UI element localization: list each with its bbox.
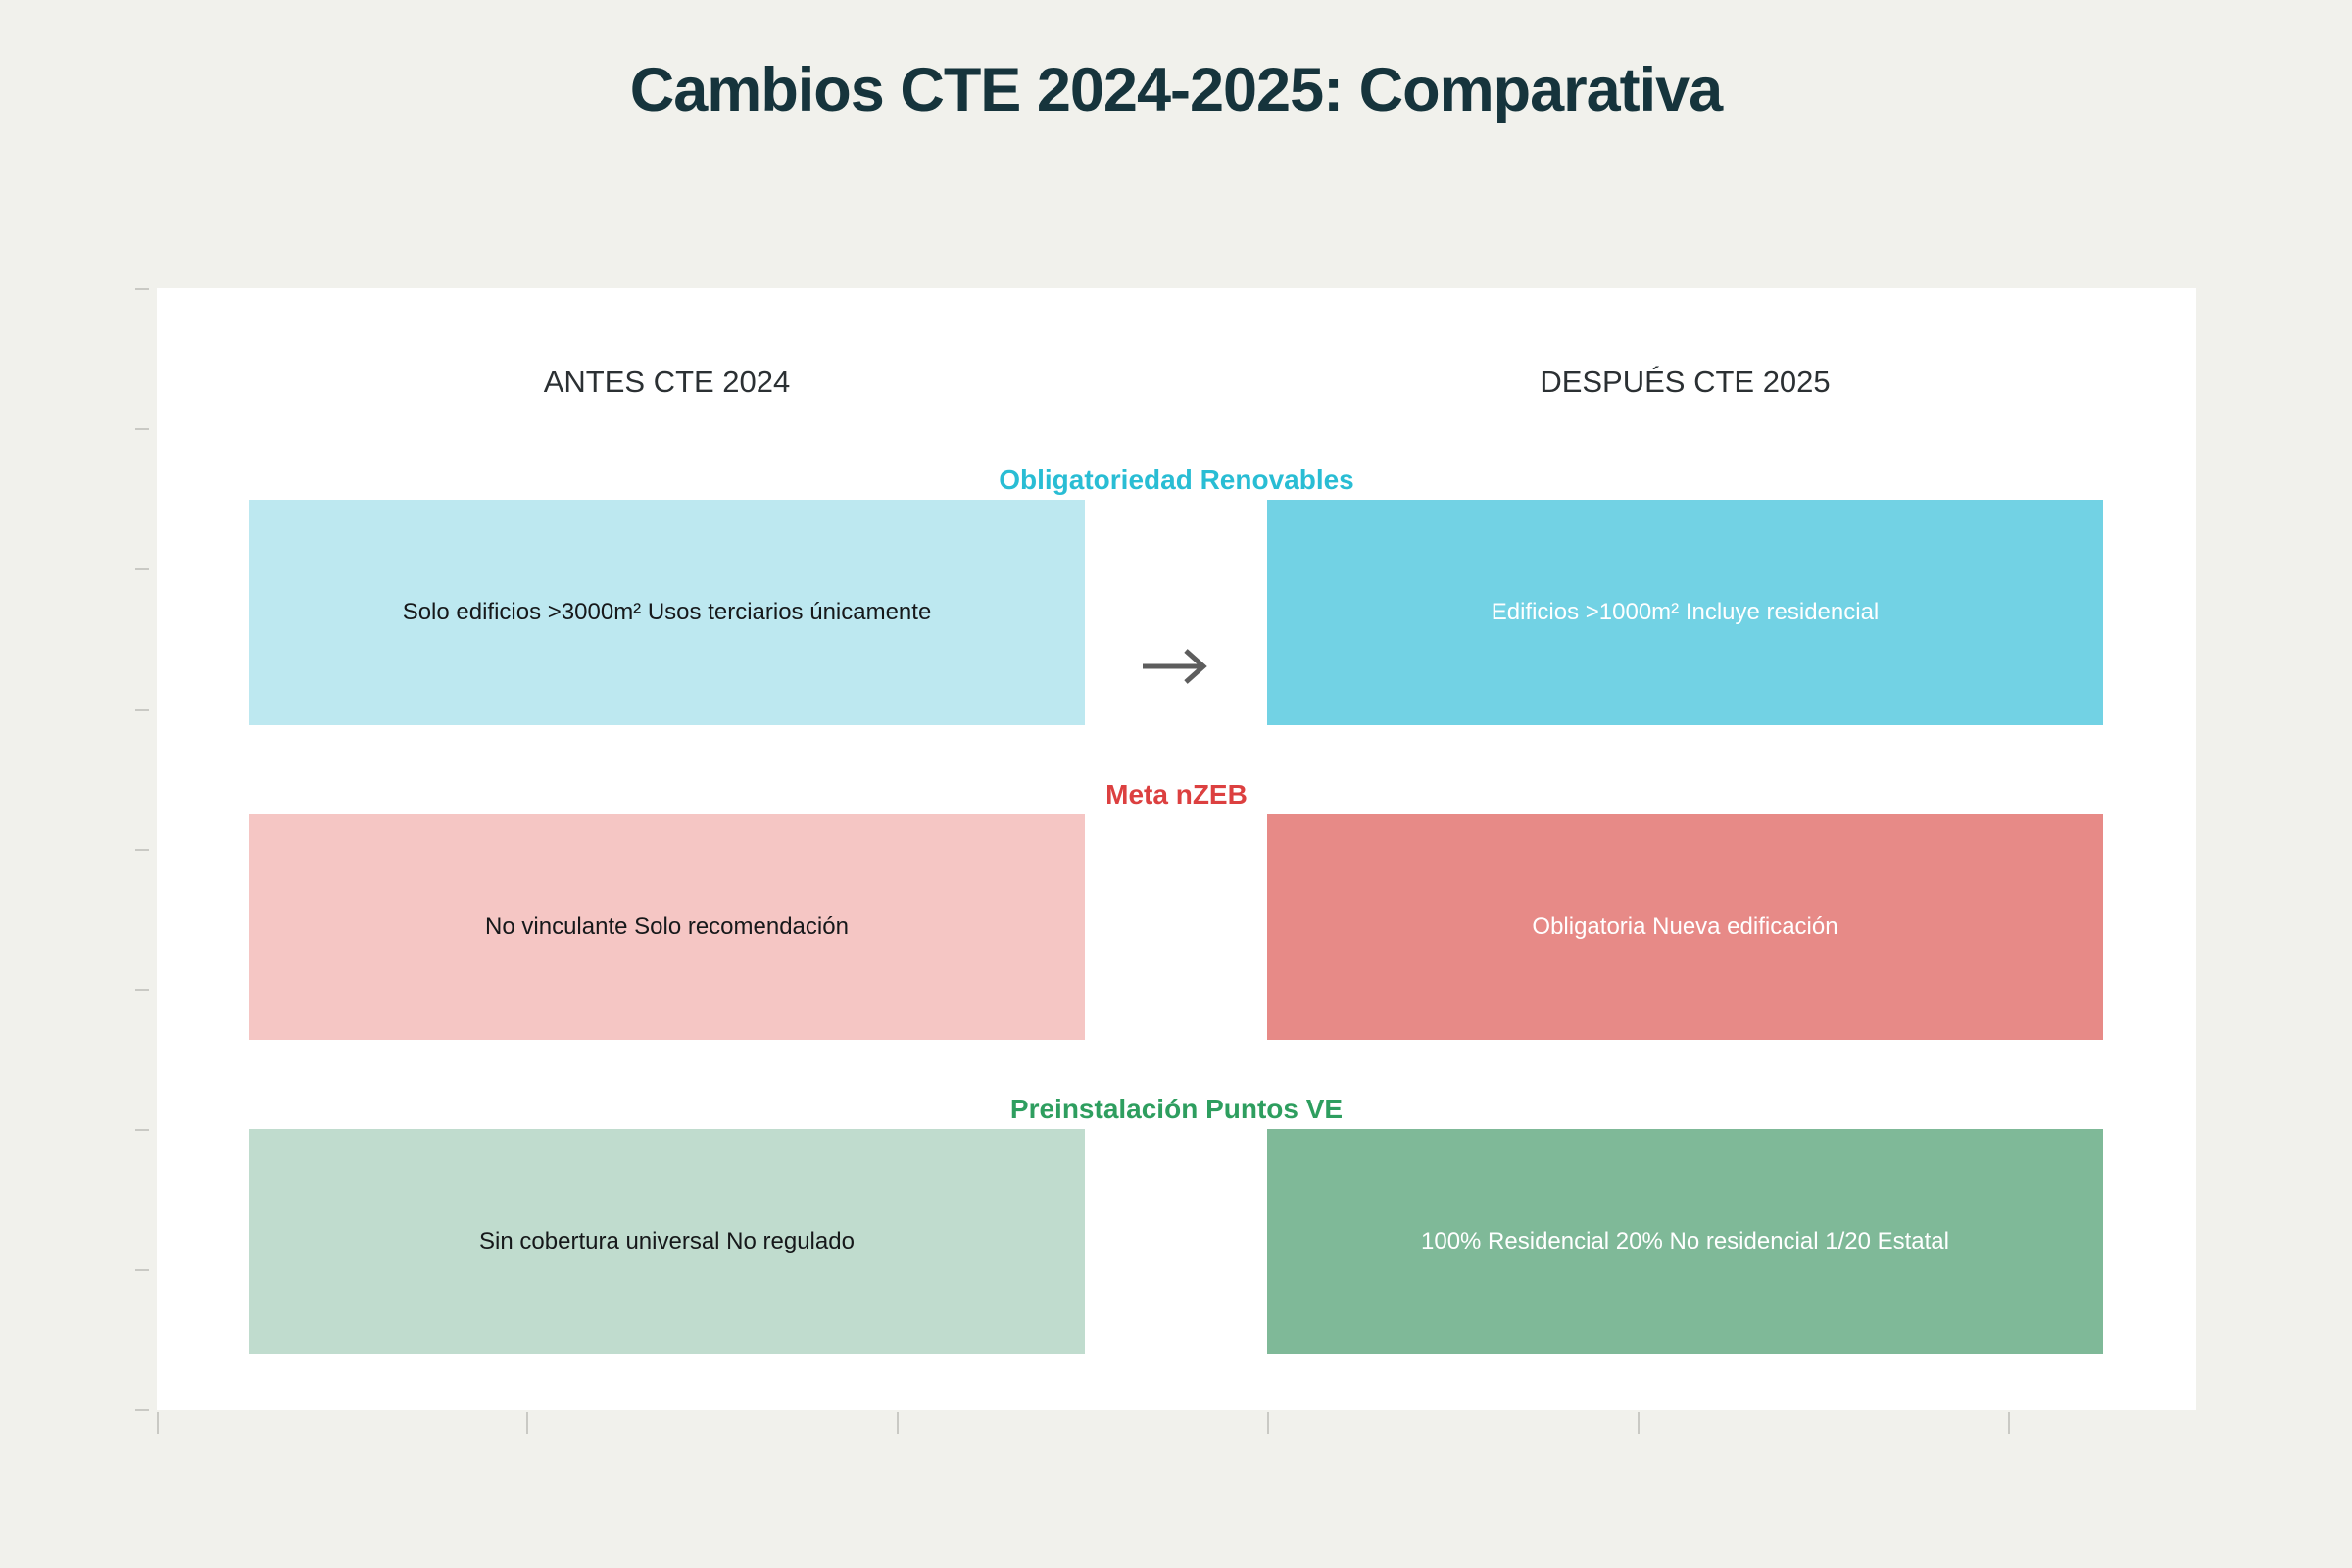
bar-value-after-renovables: Edificios >1000m² Incluye residencial [1491, 599, 1880, 625]
row-label-puntos-ve: Preinstalación Puntos VE [1009, 1094, 1344, 1124]
x-axis-tick [157, 1412, 159, 1434]
bar-before-puntos-ve[interactable]: Sin cobertura universal No regulado [249, 1129, 1085, 1354]
column-header-after: DESPUÉS CTE 2025 [1540, 365, 1831, 399]
x-axis-tick [526, 1412, 528, 1434]
y-axis-tick [135, 709, 149, 710]
row-label-nzeb: Meta nZEB [1105, 779, 1248, 809]
x-axis-tick [2008, 1412, 2010, 1434]
row-label-renovables: Obligatoriedad Renovables [999, 465, 1354, 495]
bar-before-renovables[interactable]: Solo edificios >3000m² Usos terciarios ú… [249, 500, 1085, 725]
bar-value-before-nzeb: No vinculante Solo recomendación [485, 913, 849, 940]
bar-after-nzeb[interactable]: Obligatoria Nueva edificación [1267, 814, 2103, 1040]
y-axis-tick [135, 1409, 149, 1411]
plot-area: ANTES CTE 2024 DESPUÉS CTE 2025 Obligato… [135, 288, 2196, 1434]
y-axis-tick [135, 428, 149, 430]
y-axis-tick [135, 1129, 149, 1131]
bar-value-before-renovables: Solo edificios >3000m² Usos terciarios ú… [402, 599, 932, 625]
x-axis-tick [1267, 1412, 1269, 1434]
y-axis-tick [135, 288, 149, 290]
bar-value-after-puntos-ve: 100% Residencial 20% No residencial 1/20… [1421, 1228, 1949, 1254]
column-header-before: ANTES CTE 2024 [543, 365, 791, 399]
y-axis-tick [135, 1269, 149, 1271]
y-axis-tick [135, 849, 149, 851]
arrow-right-icon [1143, 649, 1207, 684]
bar-before-nzeb[interactable]: No vinculante Solo recomendación [249, 814, 1085, 1040]
bar-value-before-puntos-ve: Sin cobertura universal No regulado [479, 1228, 855, 1254]
x-axis-tick [897, 1412, 899, 1434]
y-axis-tick [135, 989, 149, 991]
bar-value-after-nzeb: Obligatoria Nueva edificación [1532, 913, 1838, 940]
page-title: Cambios CTE 2024-2025: Comparativa [629, 56, 1723, 124]
x-axis-tick [1638, 1412, 1640, 1434]
bar-after-renovables[interactable]: Edificios >1000m² Incluye residencial [1267, 500, 2103, 725]
bar-after-puntos-ve[interactable]: 100% Residencial 20% No residencial 1/20… [1267, 1129, 2103, 1354]
y-axis-tick [135, 568, 149, 570]
